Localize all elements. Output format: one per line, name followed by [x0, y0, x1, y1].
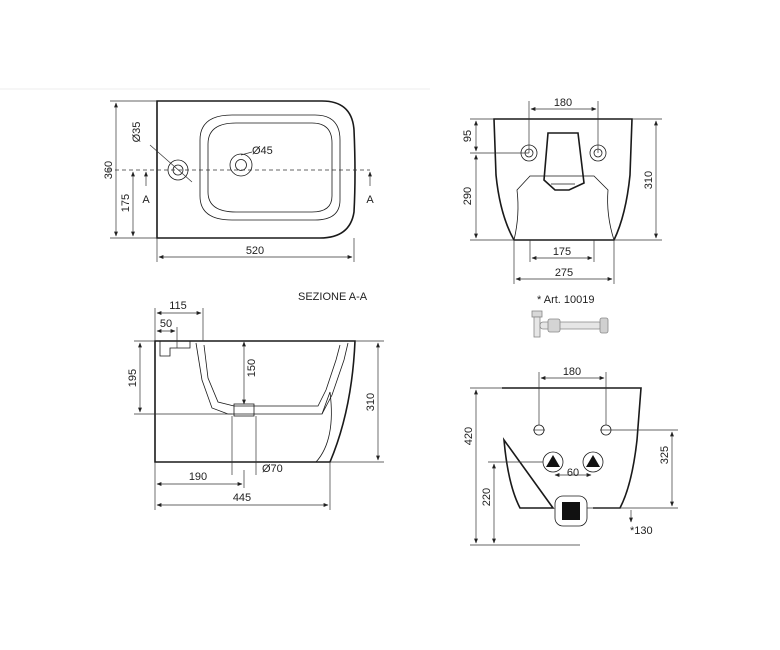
dim-60-label: 60	[567, 467, 579, 479]
dim-190-label: 190	[189, 471, 207, 483]
dim-360-label: 360	[103, 161, 115, 179]
wall-view-outline	[502, 387, 642, 509]
supply-hole-right	[582, 451, 604, 473]
section-title: SEZIONE A-A	[298, 291, 368, 303]
dim-220-label: 220	[481, 488, 493, 506]
dim-310-label: 310	[643, 171, 655, 189]
d70-label: Ø70	[262, 463, 283, 475]
dim-130-label: *130	[630, 525, 653, 537]
rear-view: 180 95 290 310 175 275	[462, 97, 662, 284]
accessory-siphon: * Art. 10019	[531, 294, 609, 338]
dim-180-label: 180	[554, 97, 572, 109]
dim-445-label: 445	[233, 492, 251, 504]
top-view-outline	[156, 100, 356, 239]
drain-hole-circle	[229, 153, 253, 177]
section-bowl-inner	[203, 344, 341, 407]
dim-150-label: 150	[246, 359, 258, 377]
waste-outlet-icon	[562, 502, 580, 520]
dim-195-label: 195	[127, 369, 139, 387]
dim-275-label: 275	[555, 267, 573, 279]
section-view: SEZIONE A-A 115 50 195 150 310 190 Ø70 4…	[127, 291, 384, 510]
dim-180-label: 180	[563, 366, 581, 378]
top-view-basin	[199, 114, 341, 221]
d35-leader	[149, 144, 193, 183]
section-tap-block	[159, 341, 191, 357]
wall-view: 180 420 220 60 325 *130	[463, 366, 678, 546]
dim-175-label: 175	[553, 246, 571, 258]
d45-label: Ø45	[252, 145, 273, 157]
siphon-icon	[531, 310, 609, 338]
section-mark-right: A	[366, 194, 374, 206]
dim-310-label: 310	[365, 393, 377, 411]
waste-outlet-frame	[554, 495, 588, 527]
accessory-label: * Art. 10019	[537, 294, 595, 306]
rear-view-pedestal	[513, 175, 615, 241]
top-view: Ø35 Ø45 360 175 520 A A	[103, 100, 374, 262]
dim-175-label: 175	[120, 194, 132, 212]
section-bowl-outer	[195, 342, 349, 415]
dim-325-label: 325	[659, 446, 671, 464]
section-foot-curve	[315, 391, 332, 463]
rear-view-outline	[493, 118, 633, 241]
section-mark-left: A	[142, 194, 150, 206]
dim-95-label: 95	[462, 130, 474, 142]
top-view-basin-inner	[207, 122, 333, 213]
d45-leader	[240, 151, 253, 156]
dim-420-label: 420	[463, 427, 475, 445]
arrow-up-icon-left	[546, 455, 560, 467]
dim-520-label: 520	[246, 245, 264, 257]
drain-hole-inner	[235, 159, 247, 171]
arrow-up-icon-right	[586, 455, 600, 467]
dim-50-label: 50	[160, 318, 172, 330]
dim-290-label: 290	[462, 187, 474, 205]
d35-label: Ø35	[131, 122, 143, 143]
dim-115-label: 115	[169, 300, 187, 312]
rear-view-trap	[543, 132, 585, 191]
